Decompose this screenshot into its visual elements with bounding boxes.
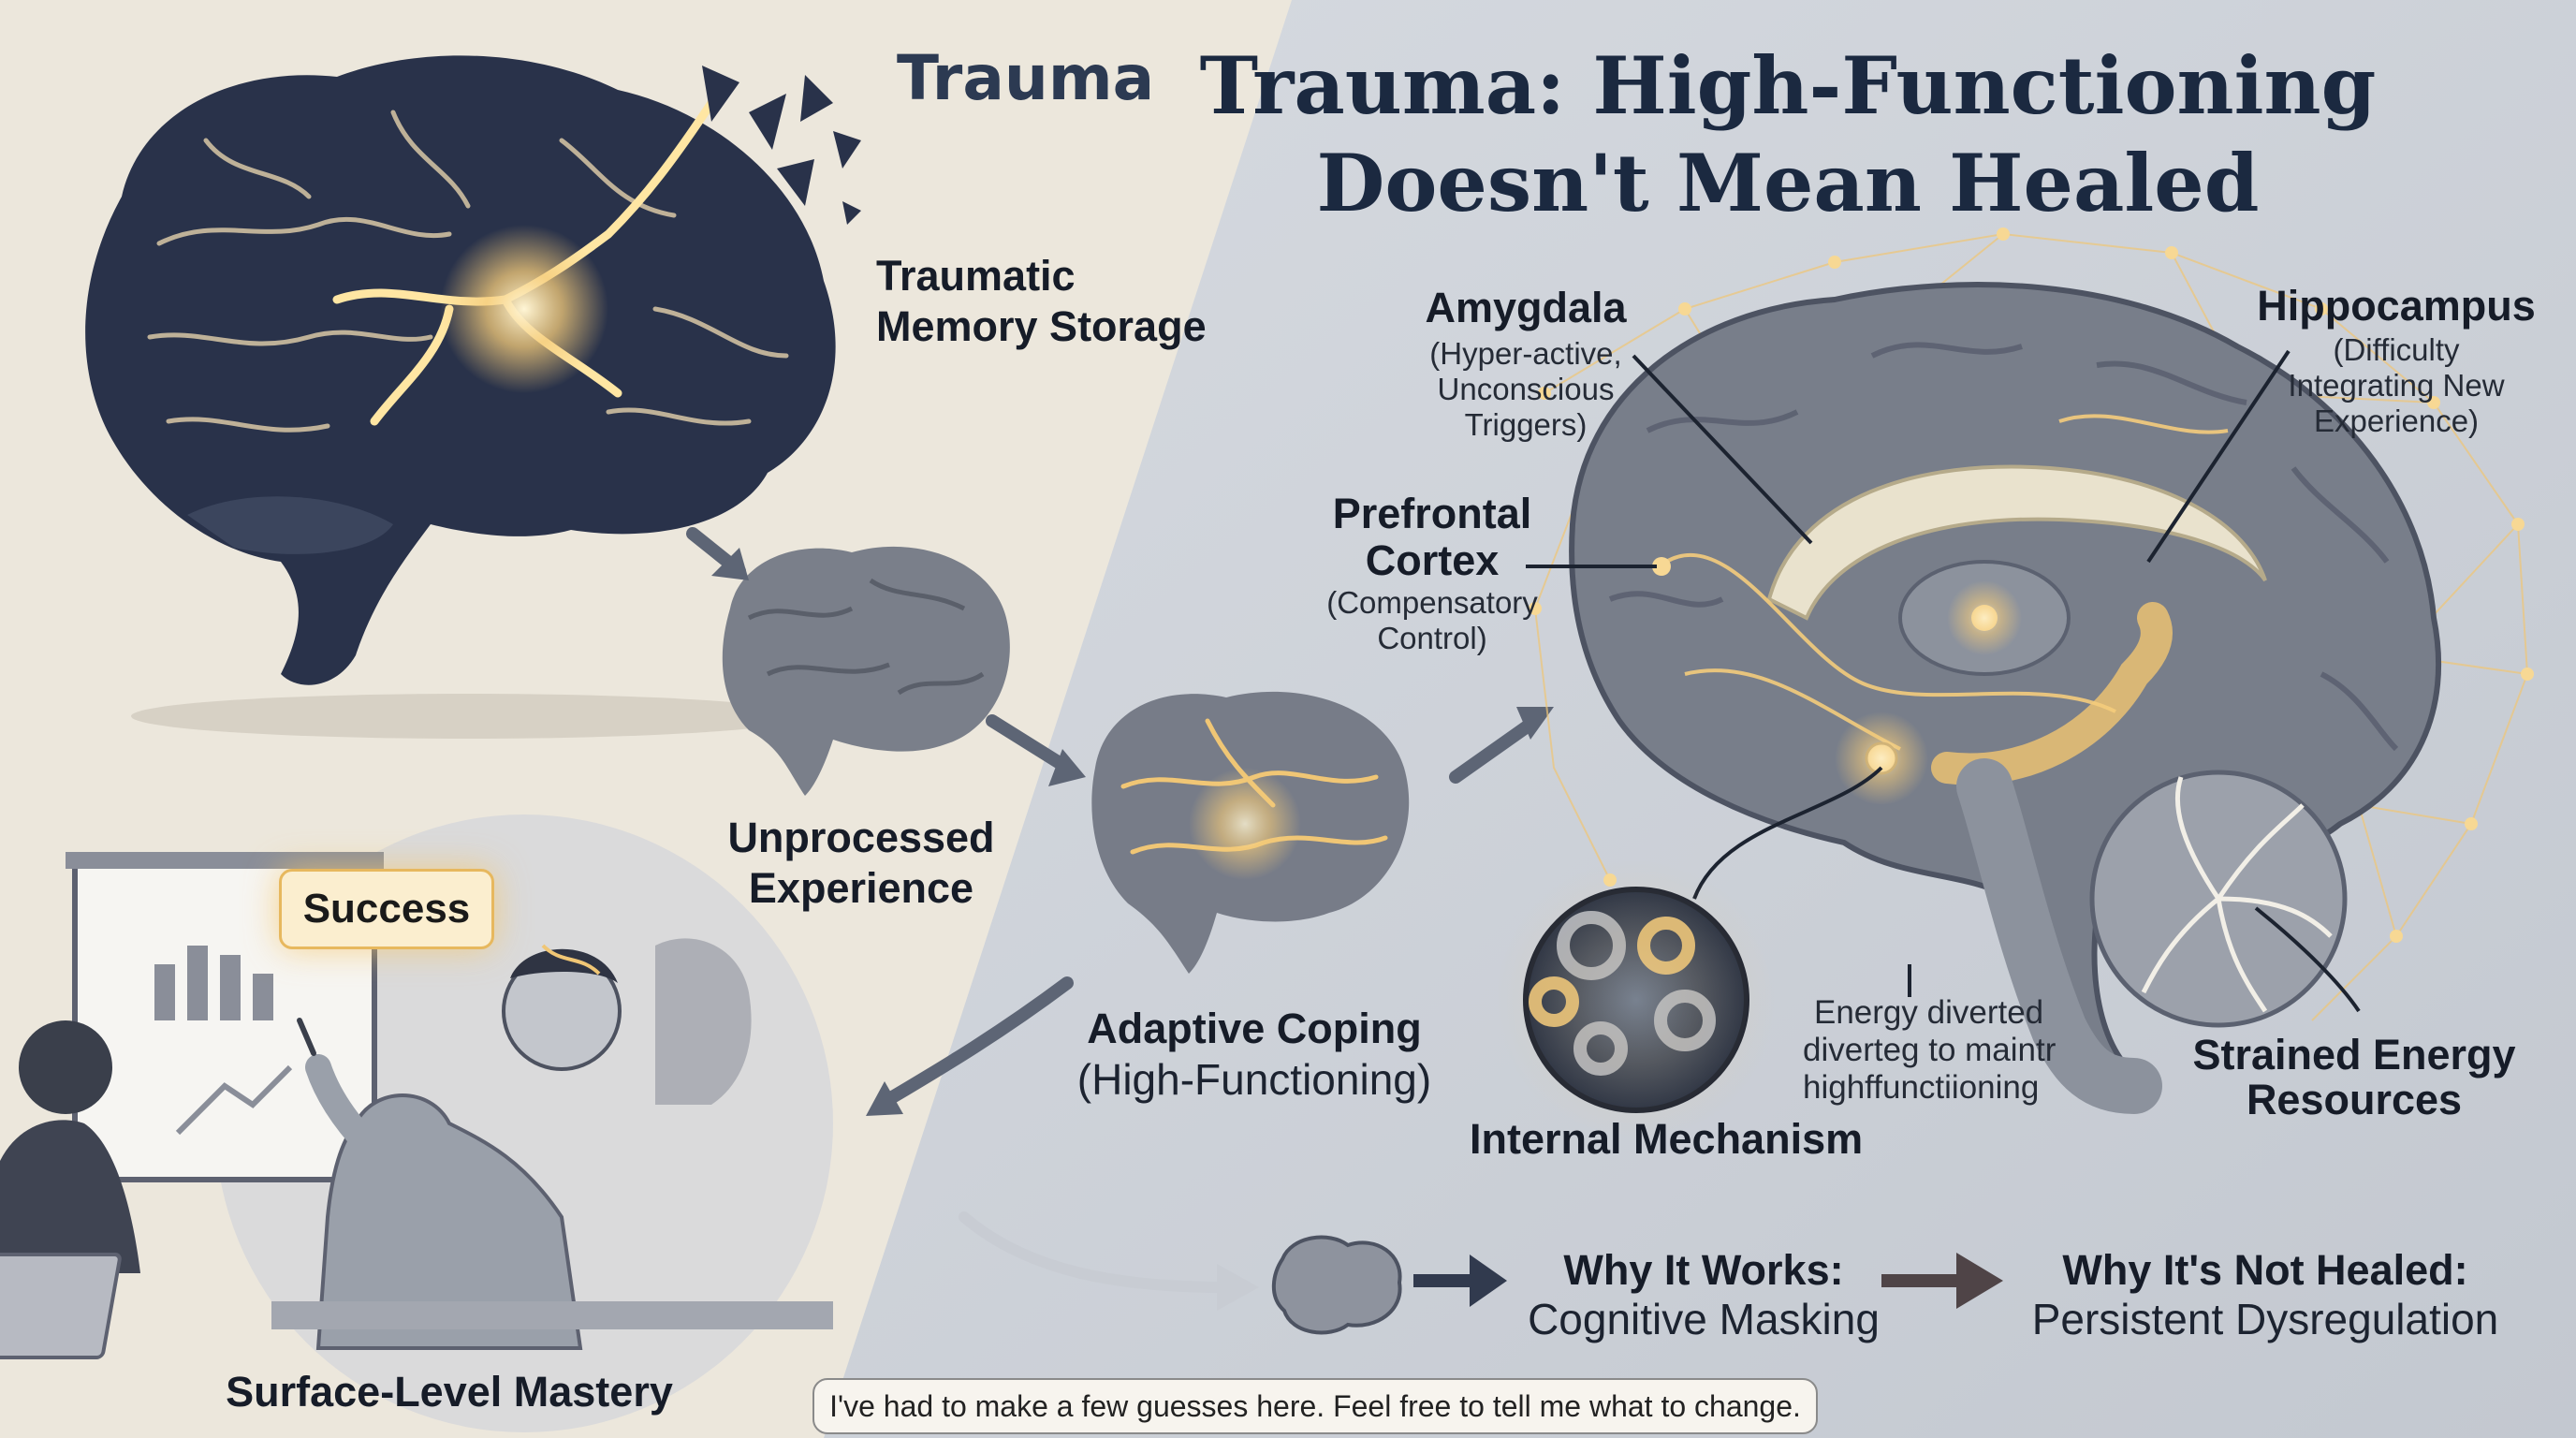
prefrontal-desc-1: (Compensatory — [1326, 585, 1538, 620]
surface-mastery-label: Surface-Level Mastery — [226, 1368, 673, 1416]
adaptive-coping-sub: (High-Functioning) — [1076, 1055, 1432, 1104]
unprocessed-brain-illustration — [722, 546, 1010, 796]
unprocessed-label-2: Experience — [748, 864, 974, 912]
internal-mechanism-label: Internal Mechanism — [1470, 1115, 1864, 1163]
amygdala-desc-1: (Hyper-active, — [1429, 336, 1622, 371]
energy-note-1: Energy diverted — [1814, 994, 2044, 1031]
strained-energy-label-2: Resources — [2246, 1076, 2463, 1123]
amygdala-desc-2: Unconscious — [1437, 372, 1615, 406]
bottom-flow — [959, 1211, 2003, 1335]
traumatic-brain-illustration — [85, 55, 861, 739]
amygdala-desc-3: Triggers) — [1464, 407, 1588, 442]
internal-mechanism-gears — [1496, 859, 1777, 1140]
callout-lines — [1526, 349, 2361, 1013]
why-not-healed-desc: Persistent Dysregulation — [2031, 1295, 2499, 1343]
small-brain-icon — [1271, 1235, 1402, 1335]
title-line-2: Doesn't Mean Healed — [1316, 137, 2260, 229]
adaptive-brain-illustration — [1091, 691, 1410, 974]
assistant-note: I've had to make a few guesses here. Fee… — [812, 1378, 1818, 1434]
energy-note-3: highffunctiioning — [1803, 1069, 2040, 1106]
success-badge: Success — [279, 869, 494, 949]
why-works-desc: Cognitive Masking — [1528, 1295, 1880, 1343]
why-not-healed-title: Why It's Not Healed: — [2062, 1246, 2468, 1294]
hippocampus-title: Hippocampus — [2257, 282, 2536, 330]
office-scene-illustration — [0, 814, 833, 1432]
title-line-1: Trauma: High-Functioning — [1199, 39, 2377, 132]
amygdala-title: Amygdala — [1425, 284, 1627, 331]
title-prefix: Trauma — [897, 42, 1155, 114]
prefrontal-title-1: Prefrontal — [1332, 490, 1532, 537]
sagittal-brain-illustration — [1569, 282, 2442, 1114]
traumatic-memory-label-2: Memory Storage — [876, 302, 1207, 350]
adaptive-coping-label: Adaptive Coping — [1087, 1005, 1422, 1052]
prefrontal-desc-2: Control) — [1377, 621, 1487, 655]
arrow-heads-left — [711, 548, 1554, 1116]
traumatic-memory-label-1: Traumatic — [876, 252, 1076, 300]
hippocampus-desc-1: (Difficulty — [2333, 332, 2460, 367]
prefrontal-title-2: Cortex — [1365, 536, 1500, 584]
hippocampus-desc-2: Integrating New — [2288, 368, 2505, 403]
unprocessed-label-1: Unprocessed — [727, 814, 995, 861]
strained-energy-label-1: Strained Energy — [2192, 1031, 2516, 1078]
why-works-title: Why It Works: — [1563, 1246, 1844, 1294]
energy-note-2: diverteg to maintr — [1803, 1032, 2056, 1068]
hippocampus-desc-3: Experience) — [2313, 404, 2480, 438]
